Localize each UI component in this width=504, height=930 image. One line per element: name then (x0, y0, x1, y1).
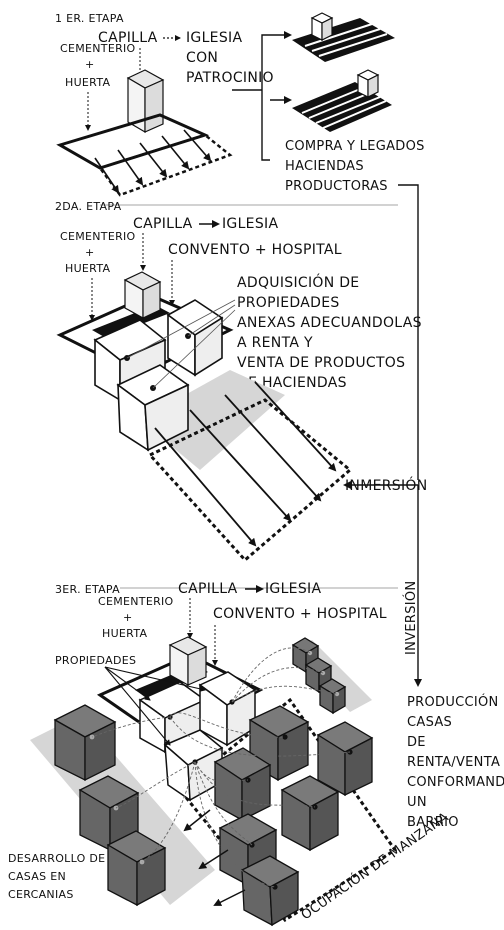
stage1-group: 1 ER. ETAPA CAPILLA IGLESIA CON PATROCIN… (55, 12, 425, 197)
stage3-des-1: DESARROLLO DE (8, 852, 105, 865)
stage1-compra-1: COMPRA Y LEGADOS (285, 139, 425, 154)
stage3-plus: + (123, 611, 133, 624)
stage2-arrows (154, 381, 337, 547)
stage2-cementerio: CEMENTERIO (60, 230, 136, 243)
stage2-convento: CONVENTO + HOSPITAL (168, 242, 342, 258)
stage3-cercanias-houses (53, 704, 167, 907)
stage3-capilla-block (187, 646, 207, 686)
stage2-adq-2: PROPIEDADES (237, 295, 340, 311)
stage1-arrows (94, 129, 212, 194)
stage1-capilla-right (144, 79, 164, 133)
stage1-lot-outline (56, 113, 210, 170)
stage3-convento: CONVENTO + HOSPITAL (213, 606, 387, 622)
stage3-iglesia: IGLESIA (265, 581, 321, 597)
stage2-plus: + (85, 246, 95, 259)
stage2-capilla: CAPILLA (133, 216, 193, 232)
stage2-adq-1: ADQUISICIÓN DE (237, 273, 359, 291)
stage1-cementerio: CEMENTERIO (60, 42, 136, 55)
stage3-group: 3ER. ETAPA CAPILLA IGLESIA CEMENTERIO + … (8, 581, 504, 927)
stage3-propiedades-pointers (104, 666, 206, 746)
stage2-capilla-block (142, 281, 161, 319)
stage3-prod-2: CASAS (407, 715, 452, 730)
stage1-brace (261, 34, 270, 161)
stage3-inversion: INVERSIÓN (403, 581, 419, 655)
stage2-group: 2DA. ETAPA CAPILLA IGLESIA CEMENTERIO + … (55, 200, 427, 563)
stage1-plus: + (85, 58, 95, 71)
stage1-compra-2: HACIENDAS (285, 159, 364, 174)
stage2-lot-shade (140, 370, 285, 470)
stage1-iglesia: IGLESIA (186, 30, 242, 46)
stage3-prod-7: BARRIO (407, 815, 459, 830)
stage3-prod-6: UN (407, 795, 427, 810)
flow-line-upper (398, 184, 419, 480)
stage1-compra-3: PRODUCTORAS (285, 179, 388, 194)
stage2-dashed-lot (147, 398, 353, 563)
stage3-owned-houses (138, 671, 257, 802)
stage3-prod-4: RENTA/VENTA (407, 755, 500, 770)
stage2-adq-5: VENTA DE PRODUCTOS (237, 355, 405, 371)
stage3-cementerio: CEMENTERIO (98, 595, 174, 608)
stage1-title: 1 ER. ETAPA (55, 12, 124, 25)
stage2-inmersion: INMERSIÓN (345, 476, 427, 494)
stage1-patrocinio: PATROCINIO (186, 70, 274, 86)
stage1-capilla: CAPILLA (98, 30, 158, 46)
stage3-prod-3: DE (407, 735, 426, 750)
stage2-houses (93, 299, 224, 452)
stage3-prod-1: PRODUCCIÓN DE (407, 694, 504, 710)
stage3-propiedades: PROPIEDADES (55, 654, 136, 667)
stage2-adq-4: A RENTA Y (237, 335, 313, 351)
stage3-capilla: CAPILLA (178, 581, 238, 597)
stage3-title: 3ER. ETAPA (55, 583, 120, 596)
stage2-title: 2DA. ETAPA (55, 200, 122, 213)
hacienda-house-1 (321, 17, 333, 41)
stage2-huerta: HUERTA (65, 262, 110, 275)
stage3-prod-5: CONFORMANDO (407, 775, 504, 790)
stage1-con: CON (186, 50, 218, 66)
stage3-huerta: HUERTA (102, 627, 147, 640)
hacienda-house-2 (367, 74, 379, 98)
stage1-lot-dashed (97, 133, 233, 197)
stage3-left-arrows (183, 809, 246, 906)
stage2-iglesia: IGLESIA (222, 216, 278, 232)
stage3-links (91, 647, 351, 888)
stage3-des-2: CASAS EN (8, 870, 66, 883)
stage3-des-3: CERCANIAS (8, 888, 74, 901)
stage1-huerta: HUERTA (65, 76, 110, 89)
stage2-adq-3: ANEXAS ADECUANDOLAS (237, 315, 422, 331)
